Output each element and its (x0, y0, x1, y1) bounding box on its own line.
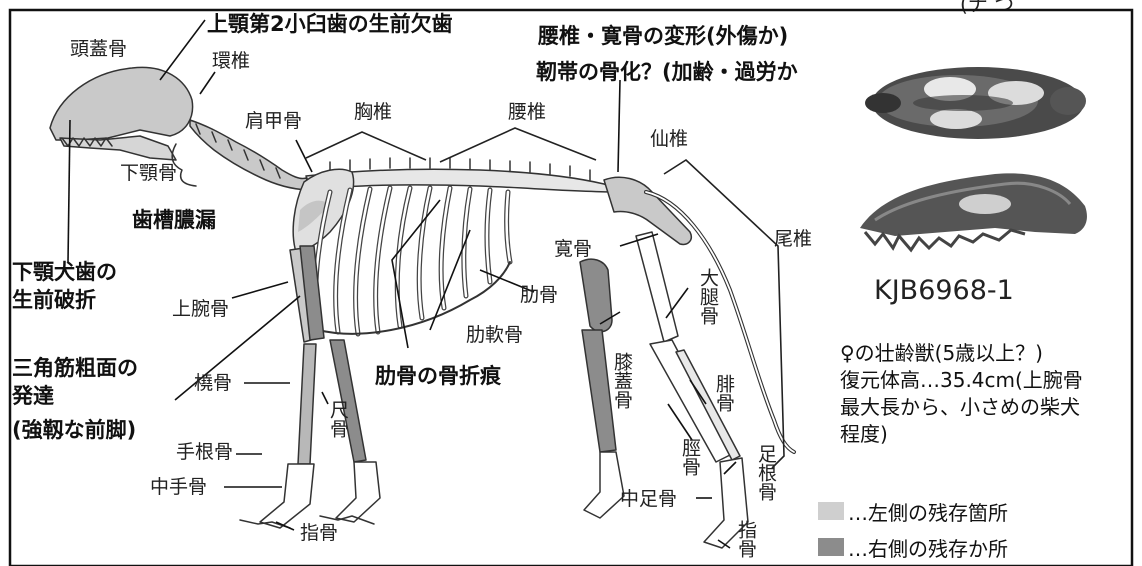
radius-ulna-left (298, 344, 316, 464)
legend-swatch-left (818, 502, 844, 520)
skull-photo-top (865, 67, 1086, 139)
note-line-2: 復元体高…35.4cm(上腕骨 (840, 367, 1083, 393)
label-rib: 肋骨 (520, 286, 558, 305)
label-tibia: 脛骨 (680, 438, 699, 476)
forepaw-right (336, 462, 380, 522)
legend-swatch-right (818, 538, 844, 556)
callout-rib-fracture: 肋骨の骨折痕 (375, 366, 501, 387)
label-fibula: 腓骨 (714, 374, 733, 412)
label-patella: 膝蓋骨 (612, 352, 631, 409)
callout-alveolar-abscess: 歯槽膿漏 (132, 210, 216, 231)
label-tarsal: 足根骨 (756, 444, 775, 501)
callout-lumbar-deform: 腰椎・寛骨の変形(外傷か) (538, 26, 788, 47)
label-phalanges-front: 指骨 (300, 524, 338, 543)
sternum (318, 262, 510, 334)
label-phalanges-hind: 指骨 (736, 520, 755, 558)
label-sacrum: 仙椎 (650, 130, 688, 149)
mandible-bone (60, 136, 176, 160)
label-metacarpal: 中手骨 (150, 478, 207, 497)
callout-ligament: 靭帯の骨化？(加齢・過労か (536, 62, 798, 83)
label-mandible: 下顎骨 (120, 164, 177, 183)
callout-tooth-loss: 上顎第2小臼歯の生前欠歯 (207, 14, 453, 35)
forepaw-left (260, 464, 314, 528)
label-thoracic: 胸椎 (354, 103, 392, 122)
label-metatarsal: 中足骨 (620, 490, 677, 509)
label-costal-cartilage: 肋軟骨 (466, 326, 523, 345)
label-lumbar: 腰椎 (508, 103, 546, 122)
hindpaw-right (584, 452, 624, 518)
label-atlas: 環椎 (212, 52, 250, 71)
label-caudal: 尾椎 (774, 230, 812, 249)
skull-photo-side (860, 173, 1087, 250)
femur-right (580, 259, 612, 331)
note-line-1: ♀の壮齢獣(5歳以上？) (840, 340, 1043, 366)
label-femur: 大腿骨 (698, 268, 717, 325)
callout-canine-fracture-line2: 生前破折 (12, 290, 96, 311)
skull-bone (50, 67, 193, 140)
callout-deltoid-line3: (強靱な前脚) (12, 420, 136, 441)
note-line-3: 最大長から、小さめの柴犬 (840, 394, 1080, 420)
note-line-4: 程度) (840, 421, 888, 447)
callout-deltoid-line2: 発達 (12, 386, 54, 407)
label-ulna: 尺骨 (328, 400, 347, 438)
label-pelvis: 寛骨 (554, 240, 592, 259)
legend-label-left: …左側の残存箇所 (848, 500, 1008, 526)
legend-label-right: …右側の残存か所 (848, 536, 1008, 562)
label-radius: 橈骨 (194, 374, 232, 393)
label-humerus: 上腕骨 (172, 300, 229, 319)
femur-left (636, 232, 678, 342)
label-scapula: 肩甲骨 (245, 112, 302, 131)
specimen-id: KJB6968-1 (874, 275, 1014, 306)
label-skull: 頭蓋骨 (70, 40, 127, 59)
callout-canine-fracture-line1: 下顎犬歯の (12, 262, 117, 283)
label-carpal: 手根骨 (176, 443, 233, 462)
callout-deltoid-line1: 三角筋粗面の (12, 358, 138, 379)
